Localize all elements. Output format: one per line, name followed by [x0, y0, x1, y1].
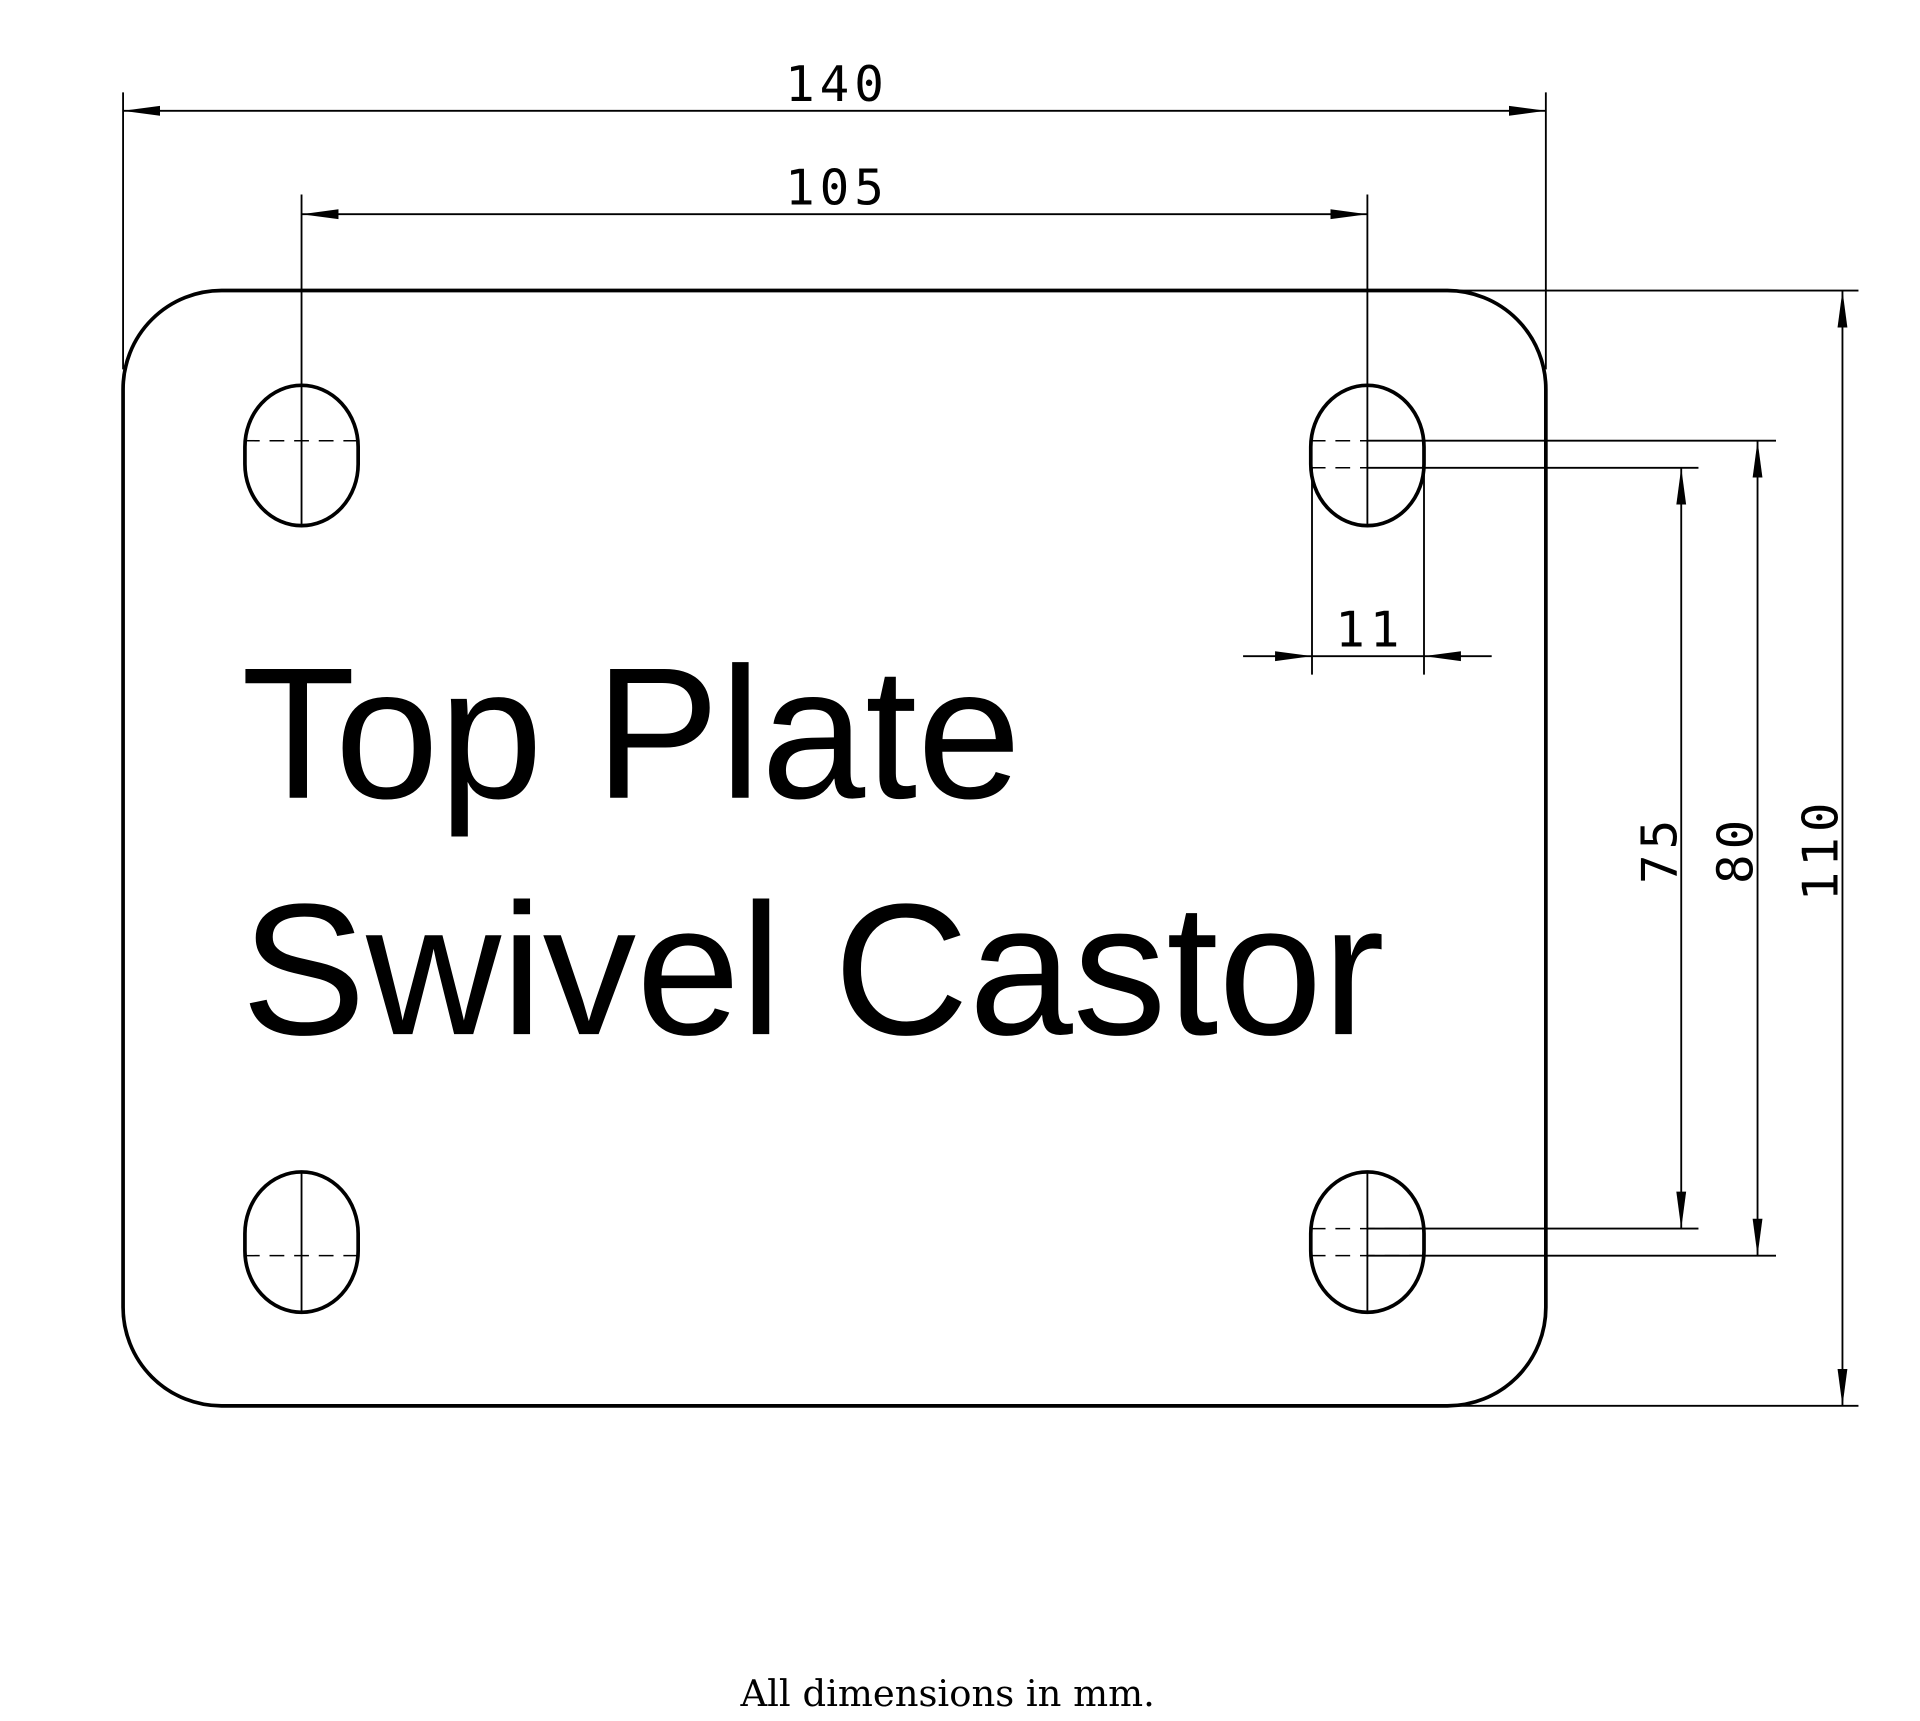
dim-label-80: 80 — [1707, 815, 1765, 884]
title-line-1: Top Plate — [241, 629, 1021, 838]
extension-lines — [122, 92, 1859, 1407]
dim-label-110: 110 — [1792, 798, 1850, 902]
dim-label-140: 140 — [785, 55, 889, 113]
hole-centerlines — [244, 439, 1424, 1257]
dim-label-105: 105 — [785, 158, 889, 216]
dim-label-11: 11 — [1335, 600, 1404, 658]
title-line-2: Swivel Castor — [241, 865, 1384, 1074]
footer-note: All dimensions in mm. — [739, 1672, 1154, 1715]
dim-label-75: 75 — [1630, 815, 1688, 884]
mounting-holes — [243, 383, 1426, 1315]
dimension-lines — [123, 105, 1848, 1406]
plate-outline — [121, 288, 1548, 1408]
